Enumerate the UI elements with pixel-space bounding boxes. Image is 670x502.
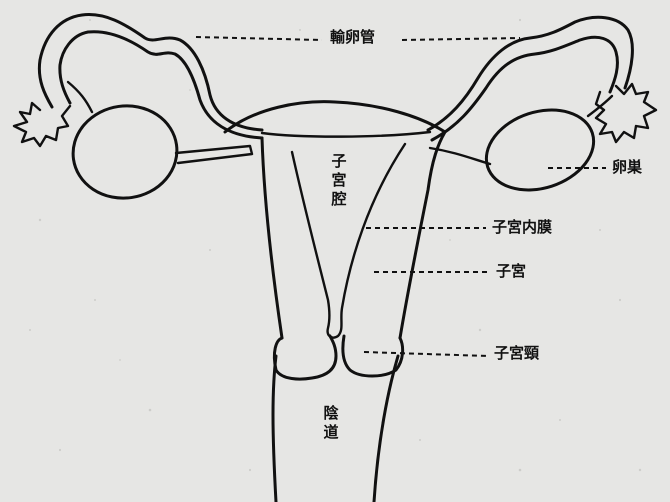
- leader-cervix: [364, 352, 488, 356]
- label-uterus: 子宮: [496, 264, 526, 279]
- vagina-left-wall: [273, 356, 276, 502]
- uterus-left-side: [262, 138, 282, 338]
- cervix: [274, 336, 336, 379]
- uterine-cavity: [292, 144, 405, 338]
- uterus-fundus-line: [262, 132, 430, 137]
- right-ovary: [476, 97, 604, 203]
- label-uterine-cavity: 子宮腔: [330, 152, 348, 208]
- right-ovarian-ligament: [430, 148, 490, 164]
- label-vagina: 陰道: [322, 404, 340, 442]
- right-fimbriae: [596, 84, 656, 142]
- leader-fallopian-tube-left: [196, 37, 322, 40]
- vagina-right-wall: [374, 356, 398, 502]
- label-endometrium: 子宮内膜: [492, 220, 552, 235]
- left-ovarian-ligament: [176, 146, 252, 163]
- left-fimbriae: [14, 103, 70, 146]
- left-ovary-tube-link: [68, 82, 92, 112]
- label-cervix: 子宮頸: [494, 346, 539, 361]
- left-ovary: [67, 99, 183, 205]
- label-fallopian-tube: 輸卵管: [330, 30, 375, 45]
- label-ovary: 卵巣: [612, 160, 642, 175]
- leader-fallopian-tube-right: [402, 38, 520, 40]
